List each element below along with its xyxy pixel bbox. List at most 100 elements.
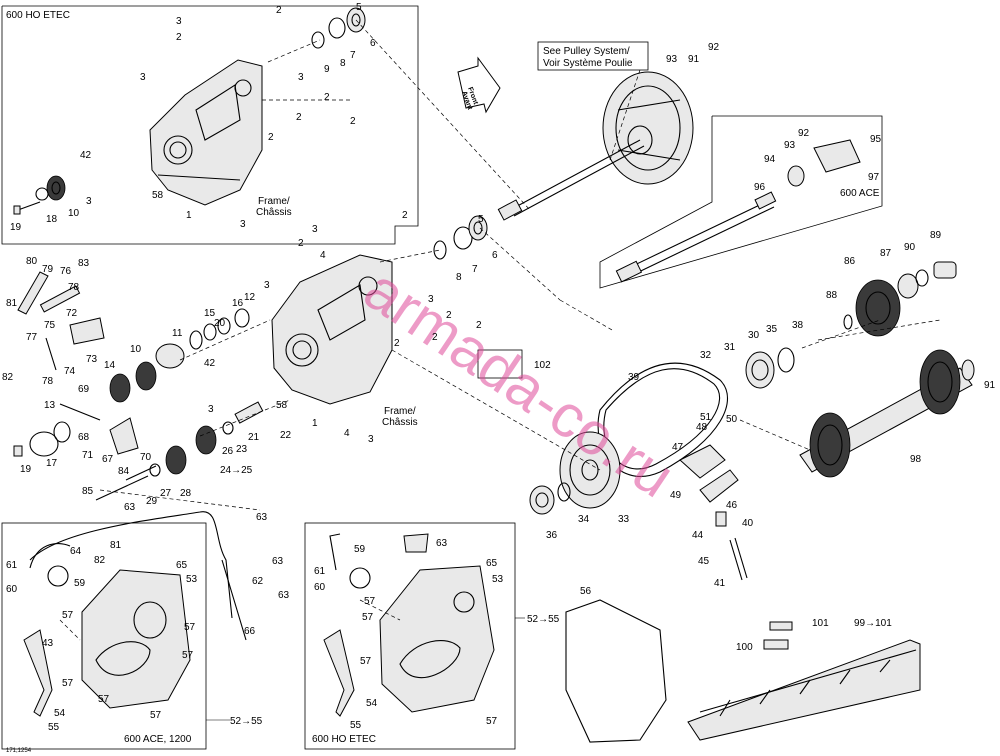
callout-92: 92 bbox=[798, 128, 810, 139]
callout-8: 8 bbox=[340, 58, 346, 69]
callout-65: 65 bbox=[176, 560, 188, 571]
gasket-56 bbox=[565, 599, 667, 743]
main-shaft bbox=[497, 139, 645, 221]
doc-code: 171,1254 bbox=[6, 748, 32, 754]
callout-61: 61 bbox=[6, 560, 18, 571]
callout-57: 57 bbox=[62, 678, 74, 689]
callout-54: 54 bbox=[366, 698, 378, 709]
callout-12: 12 bbox=[244, 292, 256, 303]
frame-label-2: Frame/ bbox=[384, 406, 416, 417]
callout-61: 61 bbox=[314, 566, 326, 577]
callout-59: 59 bbox=[354, 544, 366, 555]
callout-26: 26 bbox=[222, 446, 234, 457]
callout-19: 19 bbox=[10, 222, 22, 233]
oil-lines bbox=[29, 511, 247, 641]
pulley-note-box bbox=[537, 41, 649, 71]
callout-59: 59 bbox=[74, 578, 86, 589]
callout-63: 63 bbox=[278, 590, 290, 601]
callout-3: 3 bbox=[312, 224, 318, 235]
callout-41: 41 bbox=[714, 578, 726, 589]
callout-42: 42 bbox=[204, 358, 216, 369]
callout-76: 76 bbox=[60, 266, 72, 277]
callout-2: 2 bbox=[402, 210, 408, 221]
callout-18: 18 bbox=[46, 214, 58, 225]
callout-79: 79 bbox=[42, 264, 54, 275]
drive-axle-98 bbox=[799, 349, 975, 478]
callout-33: 33 bbox=[618, 514, 630, 525]
callout-56: 56 bbox=[580, 586, 592, 597]
callout-11: 11 bbox=[172, 328, 183, 339]
callout-3: 3 bbox=[140, 72, 146, 83]
callout-10: 10 bbox=[68, 208, 80, 219]
callout-74: 74 bbox=[64, 366, 76, 377]
panel-title-600-ho-etec-bottom: 600 HO ETEC bbox=[312, 734, 376, 745]
callout-82: 82 bbox=[94, 555, 106, 566]
frame-label-2b: Châssis bbox=[382, 417, 418, 428]
pulley-note-line1: See Pulley System/ bbox=[543, 46, 630, 57]
callout-47: 47 bbox=[672, 442, 684, 453]
callout-58: 58 bbox=[276, 400, 288, 411]
callout-2: 2 bbox=[350, 116, 356, 127]
callout-2: 2 bbox=[394, 338, 400, 349]
callout-3: 3 bbox=[208, 404, 214, 415]
callout-67: 67 bbox=[102, 454, 114, 465]
callout-3: 3 bbox=[368, 434, 374, 445]
callout-46: 46 bbox=[726, 500, 738, 511]
callout-28: 28 bbox=[180, 488, 192, 499]
callout-88: 88 bbox=[826, 290, 838, 301]
callout-84: 84 bbox=[118, 466, 130, 477]
callout-102: 102 bbox=[534, 360, 551, 371]
callout-2: 2 bbox=[324, 92, 330, 103]
callout-10: 10 bbox=[130, 344, 142, 355]
callout-92: 92 bbox=[708, 42, 720, 53]
callout-82: 82 bbox=[2, 372, 14, 383]
callout-83: 83 bbox=[78, 258, 90, 269]
callout-100: 100 bbox=[736, 642, 753, 653]
chaincase-middle bbox=[271, 254, 393, 405]
front-arrow-icon: Front Avant bbox=[457, 56, 501, 114]
callout-39: 39 bbox=[628, 372, 640, 383]
callout-72: 72 bbox=[66, 308, 78, 319]
callout-85: 85 bbox=[82, 486, 94, 497]
frame-label-1: Frame/ bbox=[258, 196, 290, 207]
callout-44: 44 bbox=[692, 530, 704, 541]
callout-57: 57 bbox=[98, 694, 110, 705]
bottom-mid-panel-frame bbox=[304, 522, 516, 750]
callout-1: 1 bbox=[312, 418, 318, 429]
callout-38: 38 bbox=[792, 320, 804, 331]
callout-54: 54 bbox=[54, 708, 66, 719]
callout-3: 3 bbox=[240, 219, 246, 230]
chaincase-cover-etec bbox=[323, 533, 495, 717]
callout-63: 63 bbox=[272, 556, 284, 567]
gear-stack-lower bbox=[149, 401, 264, 477]
callout-71: 71 bbox=[82, 450, 94, 461]
ref-52-55-a: 52→55 bbox=[230, 716, 263, 727]
callout-68: 68 bbox=[78, 432, 90, 443]
callout-65: 65 bbox=[486, 558, 498, 569]
callout-91: 91 bbox=[984, 380, 996, 391]
clip-100-101 bbox=[763, 621, 793, 650]
bottom-left-panel-frame bbox=[1, 522, 207, 750]
callout-16: 16 bbox=[232, 298, 244, 309]
sprocket-86 bbox=[855, 279, 901, 337]
callout-36: 36 bbox=[546, 530, 558, 541]
callout-40: 40 bbox=[742, 518, 754, 529]
callout-50: 50 bbox=[726, 414, 738, 425]
callout-93: 93 bbox=[784, 140, 796, 151]
callout-60: 60 bbox=[314, 582, 326, 593]
callout-64: 64 bbox=[70, 546, 82, 557]
callout-9: 9 bbox=[324, 64, 330, 75]
callout-31: 31 bbox=[724, 342, 736, 353]
callout-80: 80 bbox=[26, 256, 38, 267]
upper-bearings bbox=[311, 7, 366, 49]
callout-45: 45 bbox=[698, 556, 710, 567]
callout-94: 94 bbox=[764, 154, 776, 165]
callout-2: 2 bbox=[296, 112, 302, 123]
callout-91: 91 bbox=[688, 54, 700, 65]
gear-10 bbox=[13, 175, 66, 215]
ace-shaft bbox=[615, 139, 861, 283]
callout-6: 6 bbox=[370, 38, 376, 49]
callout-75: 75 bbox=[44, 320, 56, 331]
callout-30: 30 bbox=[748, 330, 760, 341]
callout-57: 57 bbox=[62, 610, 74, 621]
